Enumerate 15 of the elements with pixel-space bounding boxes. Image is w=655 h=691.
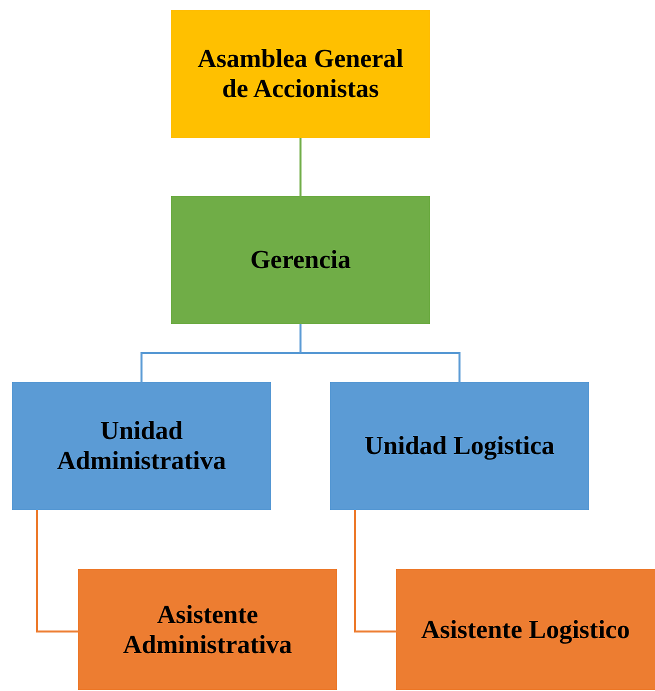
org-box — [330, 382, 589, 510]
connector-line — [300, 138, 302, 196]
box-label: Asistente Logistico — [421, 614, 630, 644]
org-box — [396, 569, 655, 690]
org-box — [171, 10, 430, 138]
connector-line — [36, 510, 78, 632]
org-box — [171, 196, 430, 324]
box-label: Gerencia — [250, 245, 351, 275]
org-box — [78, 569, 337, 690]
box-label: Asamblea General de Accionistas — [196, 44, 404, 104]
connector-line — [354, 510, 396, 632]
box-label: Unidad Logistica — [364, 431, 554, 461]
box-label: Asistente Administrativa — [122, 600, 293, 660]
org-box — [12, 382, 271, 510]
box-label: Unidad Administrativa — [56, 416, 227, 476]
